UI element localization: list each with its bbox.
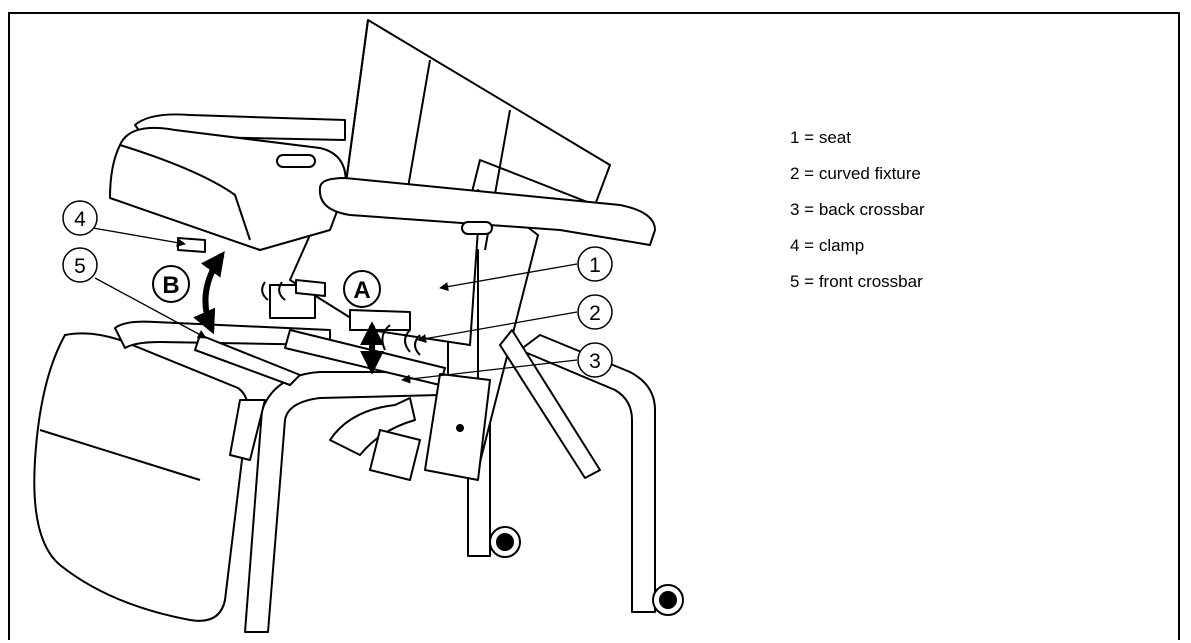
rear-leg-right — [519, 334, 656, 613]
parts-legend: 1 = seat 2 = curved fixture 3 = back cro… — [790, 128, 925, 308]
motion-arrow-b — [193, 251, 225, 335]
legend-item-clamp: 4 = clamp — [790, 236, 865, 255]
legend-item-seat: 1 = seat — [790, 128, 851, 147]
motion-label-b: B — [162, 272, 179, 299]
legend-item-curved-fixture: 2 = curved fixture — [790, 164, 921, 183]
motion-label-a: A — [353, 277, 370, 304]
callout-2: 2 — [589, 302, 601, 325]
legrest — [33, 332, 249, 622]
legend-item-front-crossbar: 5 = front crossbar — [790, 272, 923, 291]
seat-cushion — [109, 126, 347, 251]
legend-item-back-crossbar: 3 = back crossbar — [790, 200, 925, 219]
callout-4: 4 — [74, 208, 86, 231]
clamp — [177, 237, 206, 253]
callout-1: 1 — [589, 254, 601, 277]
callout-3: 3 — [589, 350, 601, 373]
callout-5: 5 — [74, 255, 86, 278]
armrest-right — [318, 177, 656, 246]
